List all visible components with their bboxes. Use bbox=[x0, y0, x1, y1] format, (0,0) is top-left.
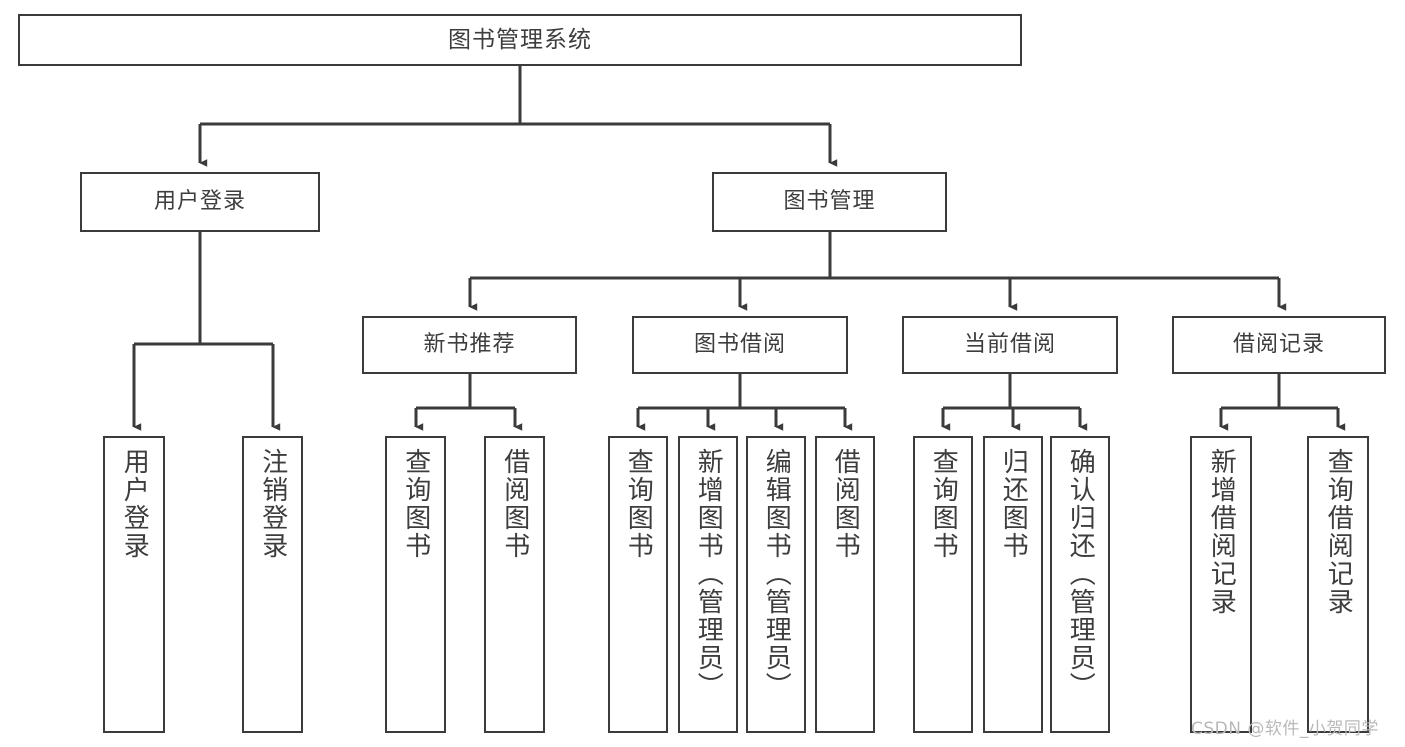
node-leaf9[interactable]: 查询图书 bbox=[913, 436, 973, 733]
node-leaf7[interactable]: 编辑图书（管理员） bbox=[746, 436, 806, 733]
node-l3b[interactable]: 图书借阅 bbox=[632, 316, 848, 374]
node-l2b[interactable]: 图书管理 bbox=[712, 172, 947, 232]
node-label: 用户登录 bbox=[119, 448, 150, 560]
node-l3c[interactable]: 当前借阅 bbox=[902, 316, 1118, 374]
node-leaf10[interactable]: 归还图书 bbox=[983, 436, 1043, 733]
node-label: 归还图书 bbox=[998, 448, 1029, 560]
node-label: 图书借阅 bbox=[693, 332, 786, 358]
node-label: 注销登录 bbox=[257, 448, 288, 560]
node-l3d[interactable]: 借阅记录 bbox=[1172, 316, 1386, 374]
node-leaf8[interactable]: 借阅图书 bbox=[815, 436, 875, 733]
node-label: 图书管理 bbox=[783, 189, 876, 215]
node-leaf13[interactable]: 查询借阅记录 bbox=[1307, 436, 1369, 733]
node-label: 用户登录 bbox=[153, 189, 246, 215]
node-label: 查询借阅记录 bbox=[1323, 448, 1354, 616]
node-label: 借阅记录 bbox=[1232, 332, 1325, 358]
node-l3a[interactable]: 新书推荐 bbox=[362, 316, 577, 374]
root-node[interactable]: 图书管理系统 bbox=[18, 14, 1022, 66]
csdn-watermark: CSDN @软件_小贺同学 bbox=[1191, 719, 1379, 739]
node-leaf3[interactable]: 查询图书 bbox=[385, 436, 446, 733]
node-l2a[interactable]: 用户登录 bbox=[80, 172, 320, 232]
node-leaf5[interactable]: 查询图书 bbox=[608, 436, 668, 733]
node-leaf2[interactable]: 注销登录 bbox=[242, 436, 303, 733]
node-leaf12[interactable]: 新增借阅记录 bbox=[1190, 436, 1252, 733]
node-label: 借阅图书 bbox=[830, 448, 861, 560]
node-label: 新增图书（管理员） bbox=[693, 448, 724, 700]
node-label: 图书管理系统 bbox=[448, 26, 592, 53]
node-label: 确认归还（管理员） bbox=[1065, 448, 1096, 700]
node-label: 查询图书 bbox=[928, 448, 959, 560]
node-label: 借阅图书 bbox=[499, 448, 530, 560]
node-label: 新增借阅记录 bbox=[1206, 448, 1237, 616]
node-leaf6[interactable]: 新增图书（管理员） bbox=[678, 436, 738, 733]
node-leaf11[interactable]: 确认归还（管理员） bbox=[1050, 436, 1110, 733]
node-leaf1[interactable]: 用户登录 bbox=[103, 436, 165, 733]
node-label: 编辑图书（管理员） bbox=[761, 448, 792, 700]
node-label: 新书推荐 bbox=[423, 332, 516, 358]
node-label: 查询图书 bbox=[623, 448, 654, 560]
node-label: 当前借阅 bbox=[963, 332, 1056, 358]
node-label: 查询图书 bbox=[400, 448, 431, 560]
node-leaf4[interactable]: 借阅图书 bbox=[484, 436, 545, 733]
